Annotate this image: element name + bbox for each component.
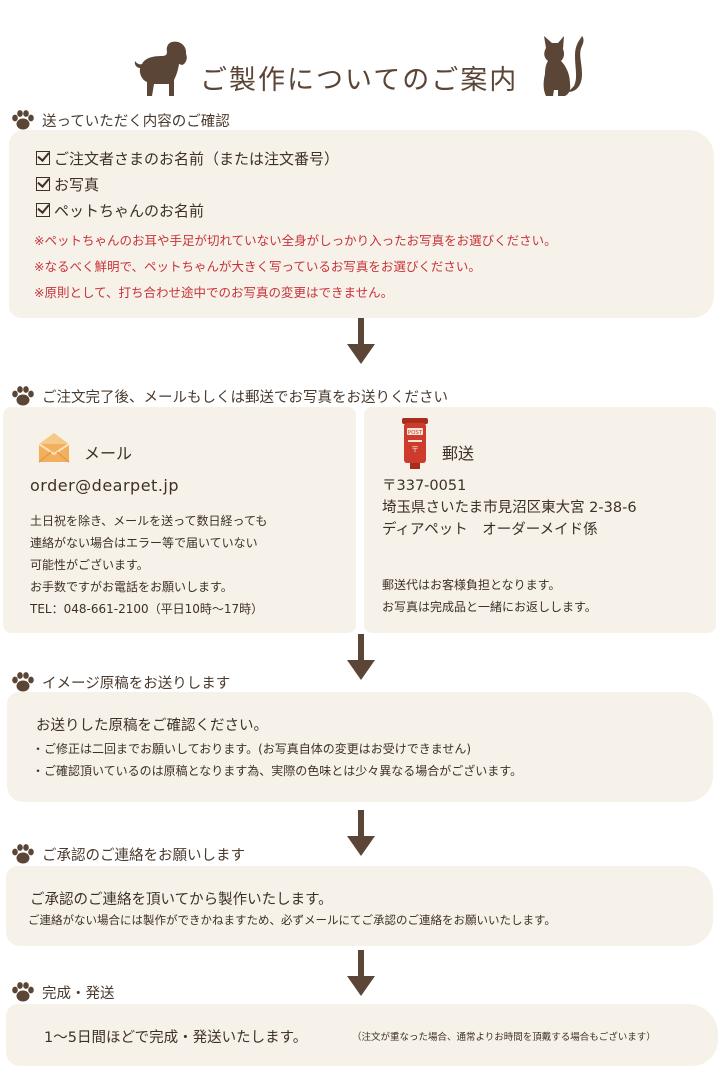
checklist-item: ご注文者さまのお名前（または注文番号） — [36, 148, 339, 169]
svg-text:〒: 〒 — [411, 445, 419, 454]
section-2-heading-text: ご注文完了後、メールもしくは郵送でお写真をお送りください — [42, 389, 448, 406]
section-5-panel — [6, 1004, 718, 1066]
checkbox-icon — [36, 151, 50, 165]
paw-icon — [12, 110, 34, 130]
post-note-line: 郵送代はお客様負担となります。 — [382, 578, 561, 592]
paw-icon — [12, 672, 34, 692]
down-arrow-icon — [347, 810, 375, 856]
section-3-bullet: ・ご修正は二回までお願いしております。(お写真自体の変更はお受けできません) — [32, 742, 472, 756]
section-1-panel — [9, 130, 714, 318]
page-title: ご製作についてのご案内 — [200, 65, 519, 96]
mailing-address: 埼玉県さいたま市見沼区東大宮 2-38-6 — [382, 500, 637, 516]
section-1-heading: 送っていただく内容のご確認 — [10, 106, 230, 134]
section-3-heading-text: イメージ原稿をお送りします — [42, 675, 231, 692]
section-5-sub: （注文が重なった場合、通常よりお時間を頂戴する場合もございます） — [352, 1032, 656, 1043]
email-address[interactable]: order@dearpet.jp — [30, 476, 180, 495]
post-note-line: お写真は完成品と一緒にお返しします。 — [382, 600, 597, 614]
mail-note-line: 土日祝を除き、メールを送って数日経っても — [30, 514, 268, 528]
mail-note-line: 可能性がございます。 — [30, 558, 149, 572]
section-3-main: お送りした原稿をご確認ください。 — [36, 718, 268, 734]
page-header: ご製作についてのご案内 — [0, 18, 720, 96]
down-arrow-icon — [347, 950, 375, 996]
section-3-bullet: ・ご確認頂いているのは原稿となります為、実際の色味とは少々異なる場合がございます… — [32, 764, 523, 778]
section-4-heading-text: ご承認のご連絡をお願いします — [42, 847, 245, 864]
paw-icon — [12, 982, 34, 1002]
down-arrow-icon — [347, 634, 375, 680]
warning-note: ※ペットちゃんのお耳や手足が切れていない全身がしっかり入ったお写真をお選びくださ… — [34, 233, 557, 248]
mail-note-line: 連絡がない場合はエラー等で届いていない — [30, 536, 258, 550]
section-4-sub: ご連絡がない場合には製作ができかねますため、必ずメールにてご承認のご連絡をお願い… — [28, 913, 556, 927]
warning-note: ※原則として、打ち合わせ途中でのお写真の変更はできません。 — [34, 285, 394, 300]
envelope-icon — [38, 433, 70, 463]
section-2-heading: ご注文完了後、メールもしくは郵送でお写真をお送りください — [10, 382, 448, 410]
paw-icon — [12, 844, 34, 864]
section-3-heading: イメージ原稿をお送りします — [10, 668, 230, 696]
paw-icon — [12, 386, 34, 406]
mail-label: メール — [84, 444, 133, 463]
section-4-heading: ご承認のご連絡をお願いします — [10, 840, 245, 868]
checkbox-icon — [36, 177, 50, 191]
section-5-heading-text: 完成・発送 — [42, 985, 115, 1002]
section-1-heading-text: 送っていただく内容のご確認 — [42, 113, 230, 130]
phone-number: TEL：048-661-2100（平日10時～17時） — [30, 602, 264, 616]
post-label: 郵送 — [442, 444, 475, 463]
down-arrow-icon — [347, 318, 375, 364]
dog-silhouette-icon — [134, 41, 187, 96]
postal-code: 〒337-0051 — [382, 478, 467, 494]
section-4-panel — [6, 866, 713, 946]
section-3-panel — [7, 692, 713, 802]
checklist-item: お写真 — [36, 174, 99, 195]
checklist-item: ペットちゃんのお名前 — [36, 200, 204, 221]
postbox-icon: POST 〒 — [402, 418, 428, 469]
cat-silhouette-icon — [543, 36, 584, 96]
checkbox-icon — [36, 203, 50, 217]
warning-note: ※なるべく鮮明で、ペットちゃんが大きく写っているお写真をお選びください。 — [34, 259, 481, 274]
mail-note-line: お手数ですがお電話をお願いします。 — [30, 580, 233, 594]
section-5-main: 1～5日間ほどで完成・発送いたします。 — [44, 1030, 308, 1046]
section-5-heading: 完成・発送 — [10, 978, 115, 1006]
section-4-main: ご承認のご連絡を頂いてから製作いたします。 — [30, 892, 333, 908]
postbox-text: POST — [408, 430, 423, 436]
mailing-recipient: ディアペット オーダーメイド係 — [382, 522, 598, 538]
